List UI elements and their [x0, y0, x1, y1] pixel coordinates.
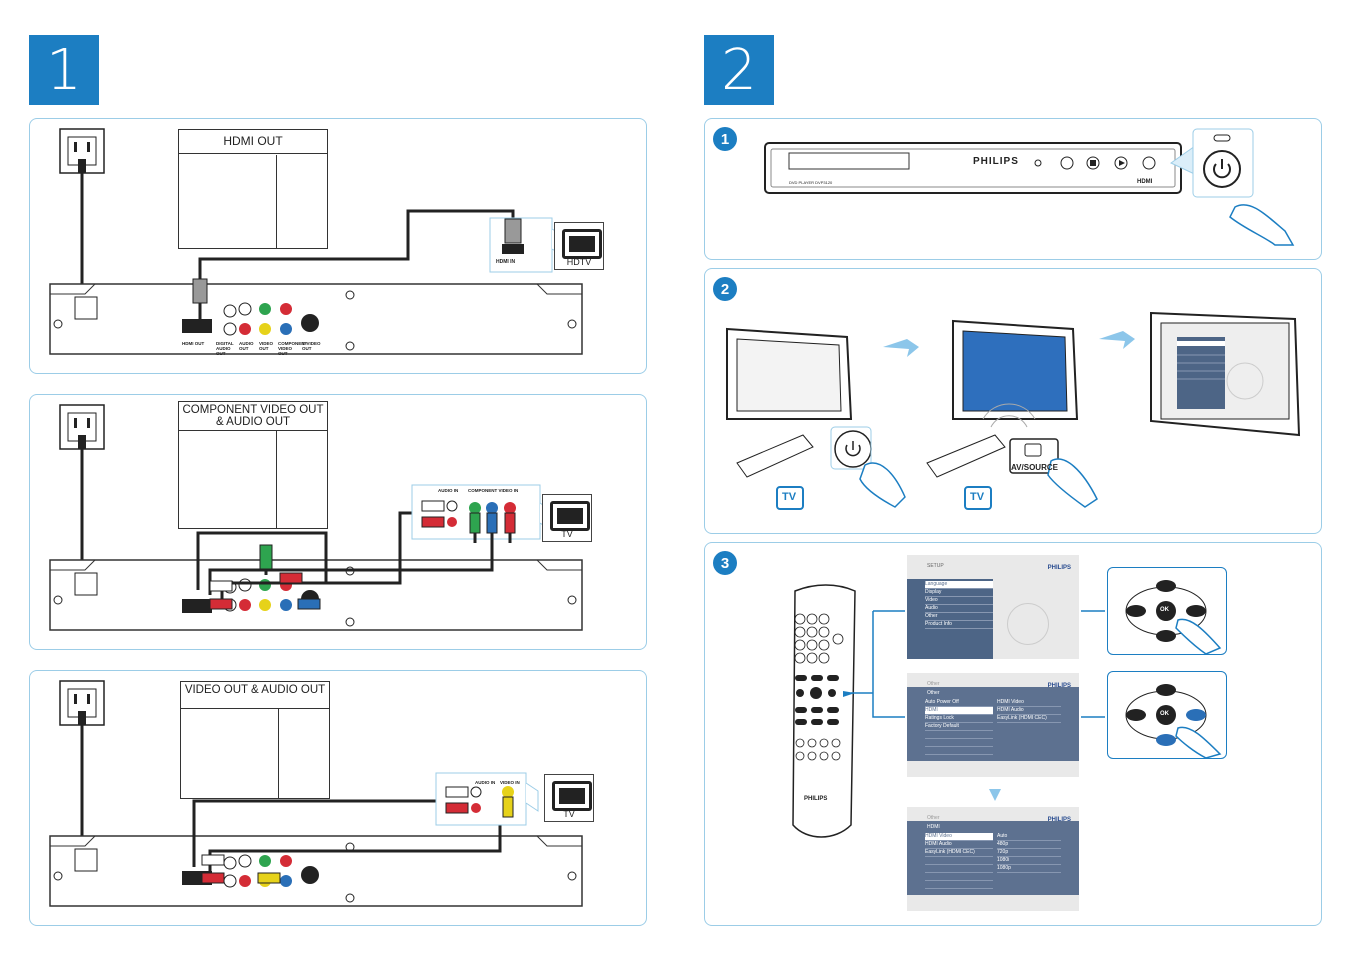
video-out-label: VIDEO OUT & AUDIO OUT: [181, 682, 329, 709]
hdmi-menu-option-1080i[interactable]: 1080i: [997, 857, 1061, 865]
component-out-option-box: COMPONENT VIDEO OUT & AUDIO OUT: [178, 401, 328, 529]
component-out-label: COMPONENT VIDEO OUT & AUDIO OUT: [179, 402, 327, 431]
substep-2-badge: 2: [713, 277, 737, 301]
nav-pad-1: OK: [1107, 567, 1227, 655]
tv-on-panel: 2 AV/SOURCE TV TV: [704, 268, 1322, 534]
audio-in-label: AUDIO IN: [475, 780, 496, 785]
hdmi-menu-screen: Other HDMI PHILIPS HDMI Video HDMI Audio…: [907, 807, 1079, 911]
hdmi-menu-item-easylink[interactable]: EasyLink (HDMI CEC): [925, 849, 993, 857]
tv-label: TV: [561, 529, 573, 539]
setup-menu-item-product-info[interactable]: Product Info: [925, 621, 993, 629]
other-menu-crumb: Other: [927, 681, 940, 687]
rear-label-video-out: VIDEO OUT: [259, 341, 274, 351]
hdmi-menu-title: HDMI: [927, 824, 940, 830]
remote-diagram: [792, 584, 1105, 838]
other-menu-item-hdmi[interactable]: HDMI: [925, 707, 993, 715]
other-menu-item-auto-power[interactable]: Auto Power Off: [925, 699, 993, 707]
other-menu-brand: PHILIPS: [1047, 683, 1071, 689]
hdmi-out-option-box: HDMI OUT: [178, 129, 328, 249]
tv-badge-icon: [964, 486, 992, 510]
tv-label: TV: [563, 809, 575, 819]
step-number-2: 2: [704, 35, 774, 105]
other-menu-right-hdmi-audio: HDMI Audio: [997, 707, 1061, 715]
rear-label-digital-audio: DIGITAL AUDIO OUT: [216, 341, 234, 356]
hdmi-menu-option-720p[interactable]: 720p: [997, 849, 1061, 857]
tv-on-diagram: [726, 311, 1301, 510]
other-menu-item-ratings-lock[interactable]: Ratings Lock: [925, 715, 993, 723]
hdtv-icon: HDTV: [554, 222, 604, 270]
setup-menu-brand: PHILIPS: [1047, 565, 1071, 571]
player-model-text: DVD PLAYER DVP3120: [789, 180, 833, 185]
video-out-option-box: VIDEO OUT & AUDIO OUT: [180, 681, 330, 799]
remote-control-icon: [792, 584, 856, 838]
hdmi-menu-item-hdmi-audio[interactable]: HDMI Audio: [925, 841, 993, 849]
hdmi-menu-option-1080p[interactable]: 1080p: [997, 865, 1061, 873]
nav-pad-2: OK: [1107, 671, 1227, 759]
remote-brand-logo: PHILIPS: [804, 796, 828, 802]
step-number-1: 1: [29, 35, 99, 105]
hdmi-in-port-label: HDMI IN: [496, 259, 516, 265]
tv-badge-icon: [776, 486, 804, 510]
nav-pad-1-drawing: [1125, 580, 1222, 655]
rear-label-hdmi-out: HDMI OUT: [182, 341, 205, 346]
other-menu-right-hdmi-video: HDMI Video: [997, 699, 1061, 707]
hdmi-menu-option-480p[interactable]: 480p: [997, 841, 1061, 849]
setup-menu-panel: 3 PHILIPS SETUP PHILIPS Lang: [704, 542, 1322, 926]
setup-menu-screen: SETUP PHILIPS Language Display Video Aud…: [907, 555, 1079, 659]
tv-badge-label-1: TV: [782, 491, 797, 503]
player-brand-logo: PHILIPS: [973, 156, 1019, 167]
hdmi-menu-crumb: Other: [927, 815, 940, 821]
setup-menu-item-display[interactable]: Display: [925, 589, 993, 597]
hdtv-label: HDTV: [566, 257, 592, 267]
tv-icon: TV: [542, 494, 592, 542]
setup-menu-item-language[interactable]: Language: [925, 581, 993, 589]
rear-label-component-out: COMPONENT VIDEO OUT: [278, 341, 308, 356]
substep-1-badge: 1: [713, 127, 737, 151]
rear-label-svideo-out: S-VIDEO OUT: [302, 341, 321, 351]
other-menu-title: Other: [927, 690, 940, 696]
other-menu-item-factory-default[interactable]: Factory Default: [925, 723, 993, 731]
other-menu-right-easylink: EasyLink (HDMI CEC): [997, 715, 1061, 723]
video-in-label: VIDEO IN: [500, 780, 520, 785]
component-connection-panel: COMPONENT VIDEO OUT & AUDIO OUT AUDIO IN…: [29, 394, 647, 650]
hdmi-menu-item-hdmi-video[interactable]: HDMI Video: [925, 833, 993, 841]
hdmi-out-label: HDMI OUT: [179, 130, 327, 154]
tv-badge-label-2: TV: [970, 491, 985, 503]
other-menu-screen: Other Other PHILIPS Auto Power Off HDMI …: [907, 673, 1079, 777]
player-hdmi-logo: HDMI: [1137, 179, 1153, 185]
ok-button-label-1: OK: [1160, 607, 1169, 613]
rear-label-audio-out: AUDIO OUT: [239, 341, 254, 351]
substep-3-badge: 3: [713, 551, 737, 575]
setup-menu-title: SETUP: [927, 563, 944, 569]
power-on-diagram: [764, 128, 1295, 246]
hdmi-menu-brand: PHILIPS: [1047, 817, 1071, 823]
av-source-label: AV/SOURCE: [1011, 463, 1058, 472]
hdmi-menu-option-auto[interactable]: Auto: [997, 833, 1061, 841]
video-connection-panel: VIDEO OUT & AUDIO OUT AUDIO IN VIDEO IN …: [29, 670, 647, 926]
power-on-panel: 1 PHILIPS DVD PLAYER DVP3120 HDMI: [704, 118, 1322, 260]
ok-button-label-2: OK: [1160, 711, 1169, 717]
setup-menu-item-video[interactable]: Video: [925, 597, 993, 605]
setup-menu-item-other[interactable]: Other: [925, 613, 993, 621]
component-video-in-label: COMPONENT VIDEO IN: [468, 488, 519, 493]
setup-menu-item-audio[interactable]: Audio: [925, 605, 993, 613]
audio-in-label: AUDIO IN: [438, 488, 459, 493]
hdmi-connection-panel: HDMI OUT HDMI IN HDTV HDMI OUT DIGITAL A…: [29, 118, 647, 374]
tv-icon: TV: [544, 774, 594, 822]
